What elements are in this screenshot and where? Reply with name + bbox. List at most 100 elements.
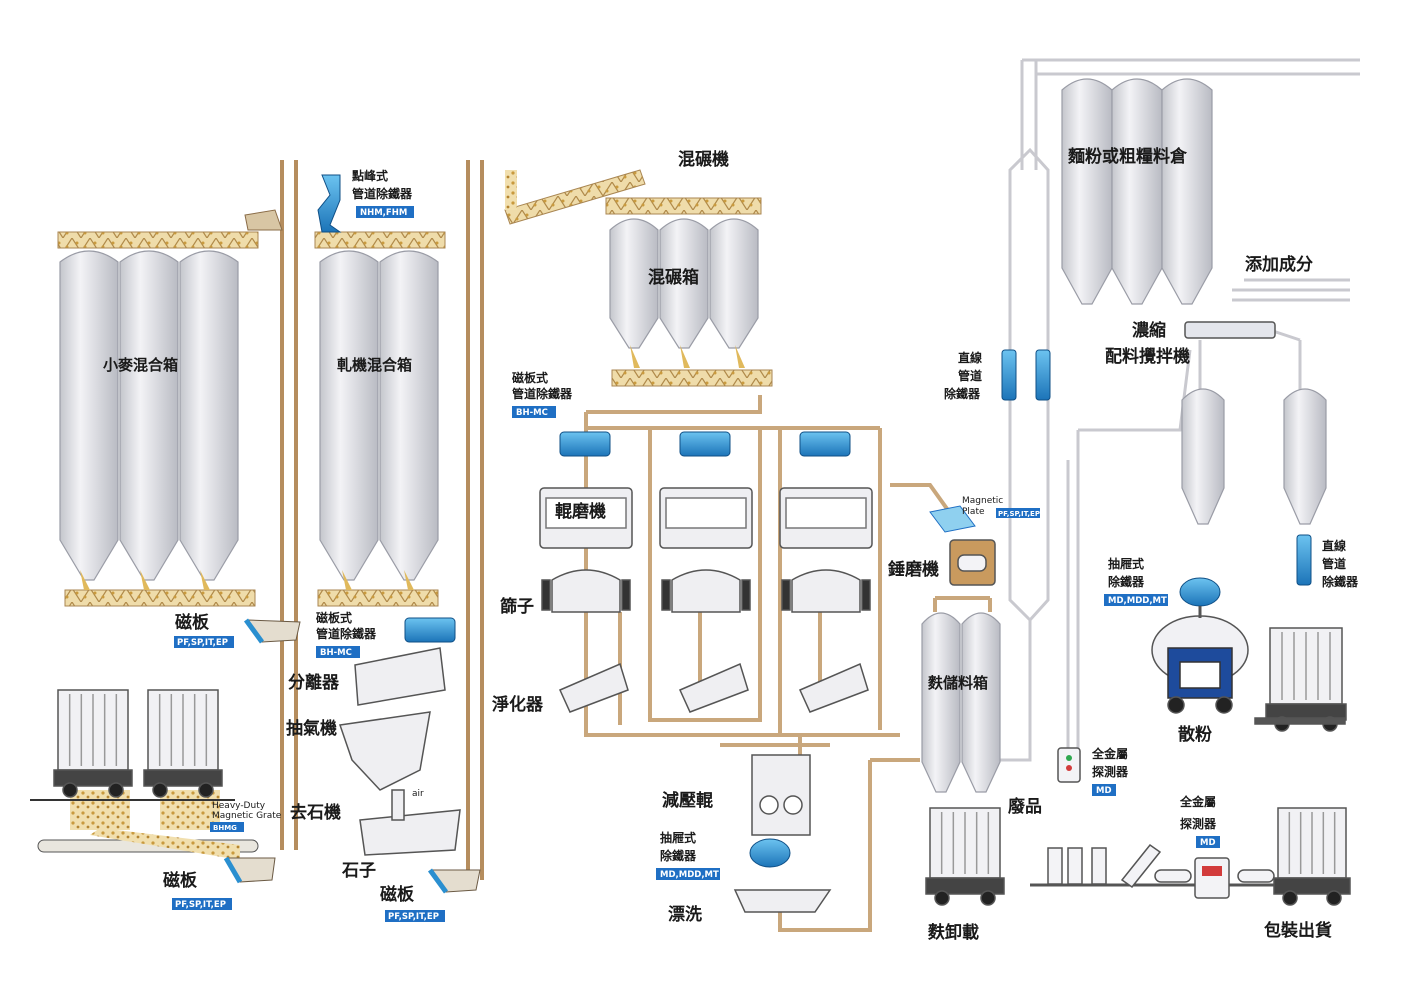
silo-flour-bin-2 bbox=[1112, 79, 1162, 304]
label-pipe-magnet-1b: 管道除鐵器 bbox=[316, 626, 377, 641]
silo-bran-bin-2 bbox=[962, 613, 1000, 792]
truck-bran bbox=[926, 808, 1004, 905]
truck-rail bbox=[1266, 628, 1346, 731]
label-inline-magnet-2a: 直線 bbox=[1322, 538, 1346, 553]
label-heavy-duty-1: Heavy-Duty bbox=[212, 801, 266, 811]
label-separator: 分離器 bbox=[288, 672, 340, 693]
conveyor-mixer-top bbox=[606, 198, 761, 214]
label-aspirator: 抽氣機 bbox=[286, 718, 337, 739]
conveyor-bottom-left bbox=[65, 590, 255, 606]
tag-pf-2: PF,SP,IT,EP bbox=[175, 900, 226, 910]
inline-magnet-bulk bbox=[1297, 535, 1311, 585]
label-metal-detector-1a: 全金屬 bbox=[1091, 746, 1128, 761]
label-bran-bin: 麩儲料箱 bbox=[927, 674, 988, 692]
tag-md-2: MD bbox=[1200, 838, 1216, 848]
inline-magnet-left bbox=[1002, 350, 1016, 400]
label-concentrate-2: 配料攪拌機 bbox=[1105, 346, 1190, 367]
truck-grain-1 bbox=[54, 690, 132, 797]
label-hammer-mill: 錘磨機 bbox=[888, 559, 939, 580]
silo-mill-blend-1 bbox=[320, 251, 378, 580]
conveyor-incline bbox=[505, 170, 645, 224]
tag-bhmc-1: BH-MC bbox=[320, 648, 352, 658]
concentrate-mixer bbox=[1185, 322, 1275, 338]
label-inline-magnet-1c: 除鐵器 bbox=[944, 386, 981, 401]
inline-magnet-right bbox=[1036, 350, 1050, 400]
tag-hm-plate: PF,SP,IT,EP bbox=[998, 510, 1040, 518]
tag-nhm: NHM,FHM bbox=[360, 208, 407, 218]
tag-bhmc-2: BH-MC bbox=[516, 408, 548, 418]
drawer-magnet-truck bbox=[1180, 578, 1220, 606]
label-air: air bbox=[412, 789, 424, 799]
label-wash: 漂洗 bbox=[668, 904, 702, 925]
label-stones: 石子 bbox=[341, 861, 376, 881]
label-drawer-magnet-1b: 除鐵器 bbox=[1108, 574, 1145, 589]
label-metal-detector-2a: 全金屬 bbox=[1179, 794, 1216, 809]
pipe-magnet-mill-1 bbox=[560, 432, 610, 456]
label-purifier: 淨化器 bbox=[492, 694, 544, 715]
peak-magnet bbox=[318, 175, 340, 232]
label-pipe-magnet-2a: 磁板式 bbox=[511, 370, 548, 385]
truck-grain-2 bbox=[144, 690, 222, 797]
tag-md-drawer-2: MD,MDD,MT bbox=[660, 870, 719, 880]
aspirator-machine bbox=[340, 712, 430, 790]
destoner-machine bbox=[360, 810, 460, 855]
label-destoner: 去石機 bbox=[290, 802, 341, 823]
label-magnet-plate-2: 磁板 bbox=[163, 870, 198, 891]
silo-flour-bin-3 bbox=[1162, 79, 1212, 304]
label-waste: 廢品 bbox=[1008, 796, 1042, 817]
label-inline-magnet-2b: 管道 bbox=[1322, 556, 1346, 571]
label-heavy-duty-2: Magnetic Grate bbox=[212, 811, 282, 821]
label-pipe-magnet-3b: 管道除鐵器 bbox=[352, 186, 413, 201]
label-magnetic-plate-en-1: Magnetic bbox=[962, 496, 1003, 506]
silo-wheat-blend-2 bbox=[120, 251, 178, 580]
label-reduction-roll: 減壓輥 bbox=[662, 790, 713, 811]
silo-wheat-blend-3 bbox=[180, 251, 238, 580]
silo-bulk-1 bbox=[1182, 389, 1224, 524]
conveyor-top-mid bbox=[315, 232, 445, 248]
silo-bran-bin-1 bbox=[922, 613, 960, 792]
label-pipe-magnet-1a: 磁板式 bbox=[315, 610, 352, 625]
pipe-magnet-mill-3 bbox=[800, 432, 850, 456]
conveyor-mixer-bottom bbox=[612, 370, 772, 386]
label-flour-bin: 麵粉或粗糧料倉 bbox=[1067, 146, 1188, 167]
label-concentrate-1: 濃縮 bbox=[1132, 320, 1166, 341]
label-wheat-blend-bin: 小麥混合箱 bbox=[103, 356, 178, 374]
label-mixer-top: 混碾機 bbox=[678, 149, 729, 170]
truck-packaging bbox=[1274, 808, 1350, 905]
packaging-bags bbox=[1048, 845, 1274, 887]
label-inline-magnet-1b: 管道 bbox=[958, 368, 982, 383]
metal-detector-2 bbox=[1195, 858, 1229, 898]
conveyor-top-left bbox=[58, 232, 258, 248]
silo-wheat-blend-1 bbox=[60, 251, 118, 580]
tag-pf-3: PF,SP,IT,EP bbox=[388, 912, 439, 922]
label-roller-mill: 輥磨機 bbox=[555, 501, 606, 522]
silo-mill-blend-2 bbox=[380, 251, 438, 580]
tag-pf-1: PF,SP,IT,EP bbox=[177, 638, 228, 648]
label-inline-magnet-1a: 直線 bbox=[958, 350, 982, 365]
separator-machine bbox=[355, 648, 445, 705]
pipe-magnet-mid bbox=[405, 618, 455, 642]
tag-md-1: MD bbox=[1096, 786, 1112, 796]
tag-grate: BHMG bbox=[213, 824, 237, 832]
label-pipe-magnet-3a: 點峰式 bbox=[352, 168, 388, 183]
label-additives: 添加成分 bbox=[1245, 254, 1313, 275]
label-mill-blend-bin: 軋機混合箱 bbox=[337, 356, 412, 374]
pipe-magnet-mill-2 bbox=[680, 432, 730, 456]
label-magnet-plate-3: 磁板 bbox=[380, 884, 415, 905]
label-drawer-magnet-2b: 除鐵器 bbox=[660, 848, 697, 863]
label-inline-magnet-2c: 除鐵器 bbox=[1322, 574, 1359, 589]
drawer-magnet-wash bbox=[750, 839, 790, 867]
label-drawer-magnet-2a: 抽屜式 bbox=[660, 830, 696, 845]
label-metal-detector-2b: 探測器 bbox=[1180, 816, 1217, 831]
label-magnet-plate-1: 磁板 bbox=[175, 612, 210, 633]
label-drawer-magnet-1a: 抽屜式 bbox=[1108, 556, 1144, 571]
wash-tray bbox=[735, 890, 830, 912]
label-packaging: 包裝出貨 bbox=[1264, 920, 1332, 941]
conveyor-bottom-mid bbox=[318, 590, 438, 606]
tag-md-drawer-1: MD,MDD,MT bbox=[1108, 596, 1167, 606]
label-grain-bin: 混碾箱 bbox=[648, 267, 699, 288]
label-bran-truck: 麩卸載 bbox=[927, 922, 979, 943]
label-sifter: 篩子 bbox=[500, 596, 534, 617]
mill-line-2 bbox=[660, 488, 752, 712]
